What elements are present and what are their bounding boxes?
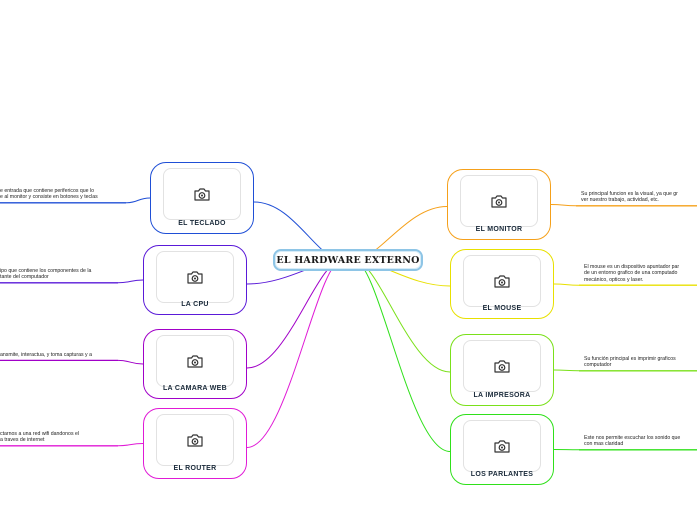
description-line: computador [584, 362, 612, 369]
node-image-placeholder [460, 175, 538, 227]
node-image-placeholder [156, 335, 234, 387]
camera-icon [187, 354, 203, 368]
connector-desc-webcam [117, 359, 144, 365]
node-description-speakers: Este nos permite escuchar los sonido que… [584, 435, 680, 448]
node-label: EL MOUSE [482, 305, 522, 312]
description-line: ansmite, interactua, y toma capturas y a [0, 352, 92, 358]
connector-desc-monitor [550, 204, 577, 207]
node-image-placeholder [156, 251, 234, 303]
node-image-placeholder [463, 340, 541, 392]
camera-icon [187, 270, 203, 284]
camera-icon [494, 274, 510, 288]
description-line: tante del computador [0, 274, 49, 281]
description-line: a traves de internet [0, 437, 45, 444]
connector-desc-cpu [117, 279, 144, 284]
topic-node-mouse[interactable]: EL MOUSE [450, 249, 554, 319]
node-label: LA CAMARA WEB [162, 385, 228, 392]
node-image-placeholder [163, 168, 241, 220]
topic-node-printer[interactable]: LA IMPRESORA [450, 334, 554, 406]
camera-icon [494, 359, 510, 373]
topic-node-router[interactable]: EL ROUTER [143, 408, 247, 479]
node-label: EL ROUTER [173, 465, 217, 472]
connector-speakers [353, 259, 451, 452]
topic-node-monitor[interactable]: EL MONITOR [447, 169, 551, 240]
connector-router [246, 259, 343, 448]
node-label: LOS PARLANTES [470, 471, 534, 478]
description-line: ver nuestro trabajo, actividad, etc. [581, 197, 659, 204]
central-topic-label: EL HARDWARE EXTERNO [276, 254, 420, 266]
description-line: ctarnos a una red wifi dandonos el [0, 431, 80, 437]
description-line: de un entorno grafico de una computado [584, 270, 678, 277]
description-line: mecánico, opticos y laser. [584, 276, 644, 283]
description-line: Su función principal es imprimir grafico… [584, 356, 676, 362]
description-line: Su principal funcion es la visual, ya qu… [581, 191, 678, 197]
connector-desc-keyboard [125, 197, 151, 204]
topic-node-speakers[interactable]: LOS PARLANTES [450, 414, 554, 485]
node-label: EL TECLADO [178, 220, 226, 227]
topic-node-webcam[interactable]: LA CAMARA WEB [143, 329, 247, 399]
camera-icon [491, 194, 507, 208]
topic-node-cpu[interactable]: LA CPU [143, 245, 247, 315]
node-description-mouse: El mouse es un dispositivo apuntador par… [584, 264, 679, 283]
central-topic[interactable]: EL HARDWARE EXTERNO [273, 249, 423, 271]
node-description-printer: Su función principal es imprimir grafico… [584, 356, 676, 369]
node-description-webcam: ansmite, interactua, y toma capturas y a [0, 352, 92, 358]
topic-node-keyboard[interactable]: EL TECLADO [150, 162, 254, 234]
node-description-monitor: Su principal funcion es la visual, ya qu… [581, 191, 678, 204]
node-image-placeholder [463, 255, 541, 307]
connector-desc-mouse [553, 283, 580, 286]
description-line: El mouse es un dispositivo apuntador par [584, 264, 680, 270]
description-line: ipo que contiene los componentes de la [0, 268, 92, 274]
node-image-placeholder [463, 420, 541, 472]
connector-desc-router [117, 443, 144, 447]
node-image-placeholder [156, 414, 234, 466]
description-line: e entrada que contiene perifericos que l… [0, 188, 95, 194]
node-label: EL MONITOR [475, 226, 523, 233]
description-line: Este nos permite escuchar los sonido que [584, 435, 681, 441]
node-label: LA IMPRESORA [473, 392, 531, 399]
node-description-keyboard: e entrada que contiene perifericos que l… [0, 188, 98, 201]
description-line: e al monitor y consiste en botones y tec… [0, 194, 98, 201]
node-label: LA CPU [181, 301, 209, 308]
camera-icon [194, 187, 210, 201]
description-line: con mas claridad [584, 441, 624, 448]
connector-desc-printer [553, 369, 580, 372]
camera-icon [494, 439, 510, 453]
camera-icon [187, 433, 203, 447]
